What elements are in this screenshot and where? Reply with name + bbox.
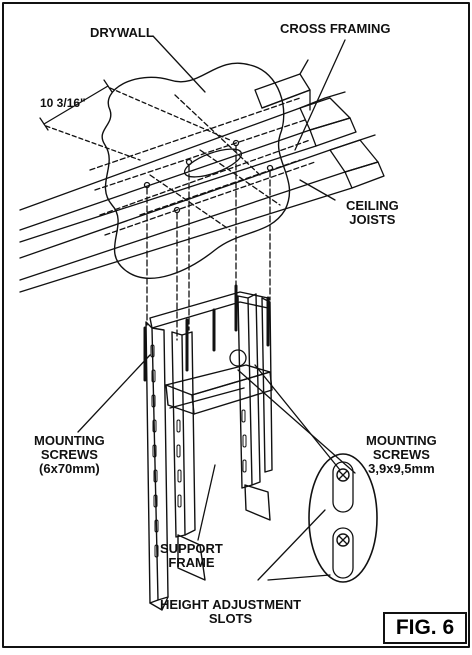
label-frame: FRAME — [168, 555, 215, 570]
label-height-adjustment-line1: HEIGHT ADJUSTMENT — [160, 597, 302, 612]
label-joists: JOISTS — [349, 212, 396, 227]
drawing-border — [2, 2, 470, 648]
label-size-right: 3,9x9,5mm — [368, 461, 435, 476]
label-size-left: (6x70mm) — [39, 461, 100, 476]
support-frame — [145, 291, 273, 611]
drywall-panel — [101, 62, 291, 279]
label-ceiling: CEILING — [346, 198, 399, 213]
figure-number: FIG. 6 — [383, 612, 467, 644]
drywall-opening — [183, 148, 243, 178]
label-mounting-right: MOUNTING — [366, 433, 437, 448]
detail-marker — [229, 349, 247, 367]
leader-lines — [77, 35, 356, 581]
label-slots: SLOTS — [208, 611, 253, 626]
hidden-lines — [89, 94, 316, 236]
cross-framing — [254, 59, 311, 111]
label-drywall: DRYWALL — [90, 25, 154, 40]
dimension-line — [39, 79, 231, 161]
label-support: SUPPORT — [160, 541, 223, 556]
label-ceiling-joists: CEILING JOISTS — [346, 199, 399, 227]
label-mounting-screws-right: MOUNTING SCREWS 3,9x9,5mm — [366, 434, 437, 476]
label-screws-right: SCREWS — [372, 447, 430, 462]
drop-lines — [146, 145, 271, 341]
label-dimension: 10 3/16" — [40, 96, 86, 110]
label-cross-framing: CROSS FRAMING — [280, 21, 391, 36]
label-mounting-screws-left: MOUNTING SCREWS (6x70mm) — [34, 434, 105, 476]
long-mounting-screws — [143, 284, 270, 382]
label-support-frame: SUPPORT FRAME — [160, 542, 223, 570]
ceiling-joists — [19, 91, 385, 293]
label-screws-left: SCREWS — [40, 447, 98, 462]
screw-head-icon — [336, 468, 350, 547]
label-height-adjustment: HEIGHT ADJUSTMENT SLOTS — [160, 598, 301, 626]
label-mounting-left: MOUNTING — [34, 433, 105, 448]
detail-callout — [308, 453, 378, 583]
